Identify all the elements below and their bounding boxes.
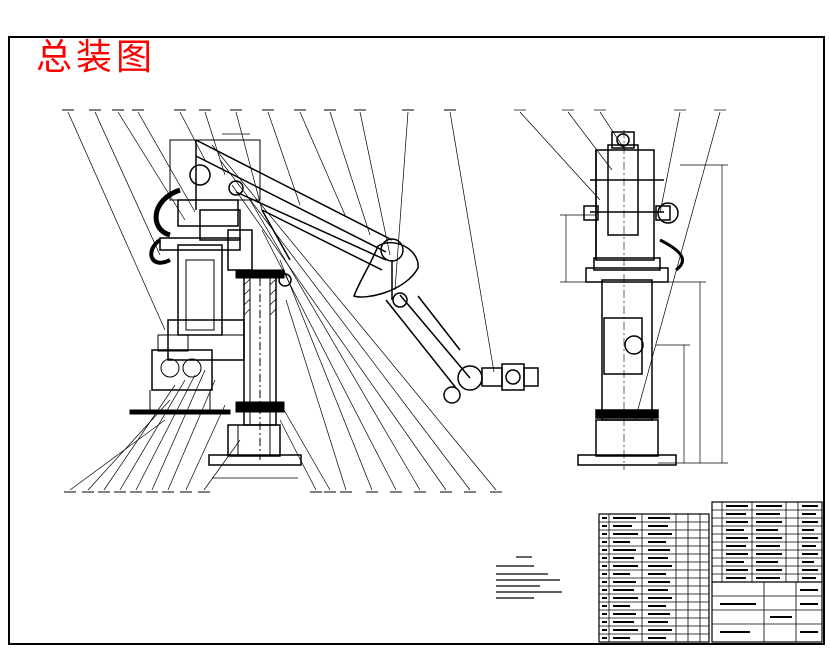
parts-list-table — [598, 513, 710, 643]
leader-lines-bottom — [69, 144, 497, 491]
column-flange-top — [235, 269, 285, 279]
upper-arm — [195, 139, 393, 271]
base-plate — [208, 454, 302, 466]
cylinder-head — [199, 209, 241, 241]
side-leader-lines — [514, 109, 726, 421]
main-elevation-view — [129, 133, 539, 479]
side-hand-wheel — [657, 202, 679, 224]
motor-block — [151, 349, 213, 391]
gripper — [457, 363, 539, 391]
drawing-title: 总装图 — [36, 37, 157, 78]
side-elevation-view — [577, 130, 684, 470]
side-top-cap — [611, 131, 635, 149]
side-motor — [603, 317, 643, 375]
title-block — [711, 501, 823, 643]
leader-lines-top — [67, 111, 495, 373]
side-hose — [659, 238, 684, 272]
title-block-entries — [720, 505, 818, 633]
side-upper-frame — [595, 149, 655, 261]
technical-notes — [496, 556, 562, 599]
lift-cylinder — [177, 244, 223, 336]
side-column — [601, 279, 653, 421]
hydraulic-hose — [153, 187, 181, 238]
column-flange-low — [235, 401, 285, 413]
shoulder-joint-block — [177, 199, 239, 227]
counterweight — [353, 241, 419, 298]
outer-border — [8, 36, 825, 645]
base-housing — [227, 424, 281, 457]
platform-plate — [129, 409, 231, 415]
forearm — [385, 260, 471, 389]
side-base-housing — [595, 419, 659, 457]
column-section-hatch — [243, 278, 277, 316]
parts-list-entries — [602, 517, 672, 639]
side-dimension-lines — [560, 164, 728, 464]
side-base-plate — [577, 454, 677, 466]
